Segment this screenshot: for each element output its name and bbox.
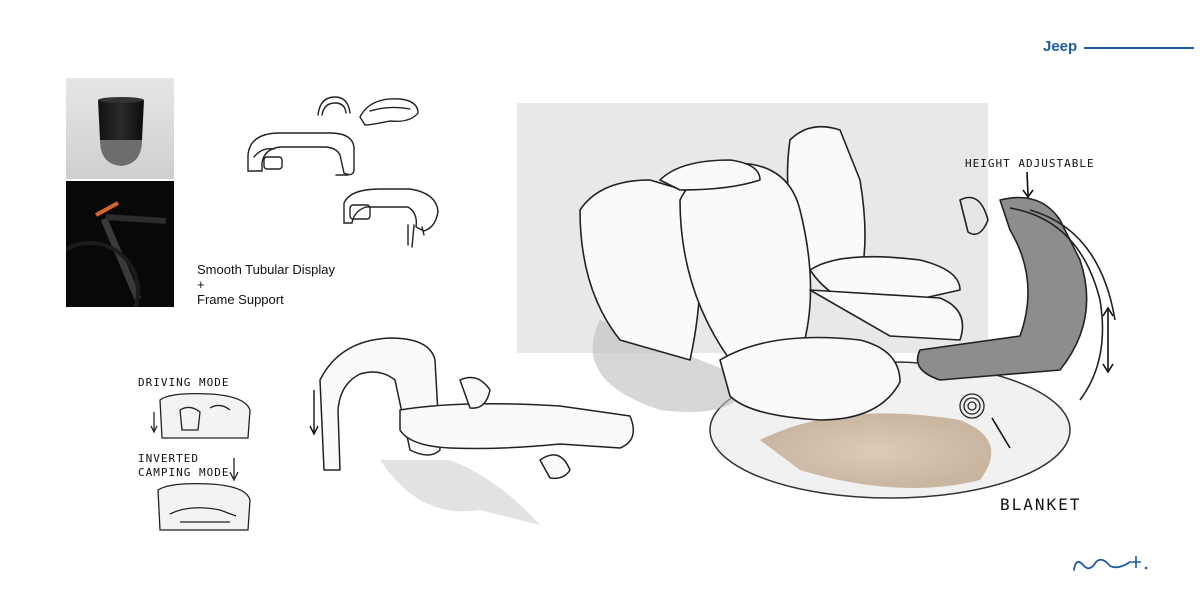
brand-logo-text: Jeep: [1043, 38, 1078, 55]
display-sketches: [247, 96, 439, 248]
reference-photo-bike: [66, 181, 174, 307]
reference-photo-vase: [66, 78, 174, 179]
label-inverted: Inverted: [138, 452, 199, 465]
inverted-mode-sketch: [309, 337, 635, 525]
label-camping-mode: Camping Mode: [138, 466, 230, 479]
main-interior-sketch: [579, 125, 1116, 499]
caption-line-3: Frame Support: [197, 292, 284, 307]
label-height-adjustable: Height Adjustable: [965, 157, 1095, 170]
label-blanket: Blanket: [1000, 495, 1082, 514]
label-driving-mode: Driving Mode: [138, 376, 230, 389]
camping-mode-thumb: [157, 458, 251, 531]
caption-line-1: Smooth Tubular Display: [197, 262, 336, 277]
reference-caption: Smooth Tubular Display + Frame Support: [197, 262, 335, 307]
caption-line-2: +: [197, 277, 205, 292]
brand-rule: [1084, 47, 1194, 49]
driving-mode-thumb: [150, 392, 251, 439]
signature-mark: [1073, 556, 1148, 571]
